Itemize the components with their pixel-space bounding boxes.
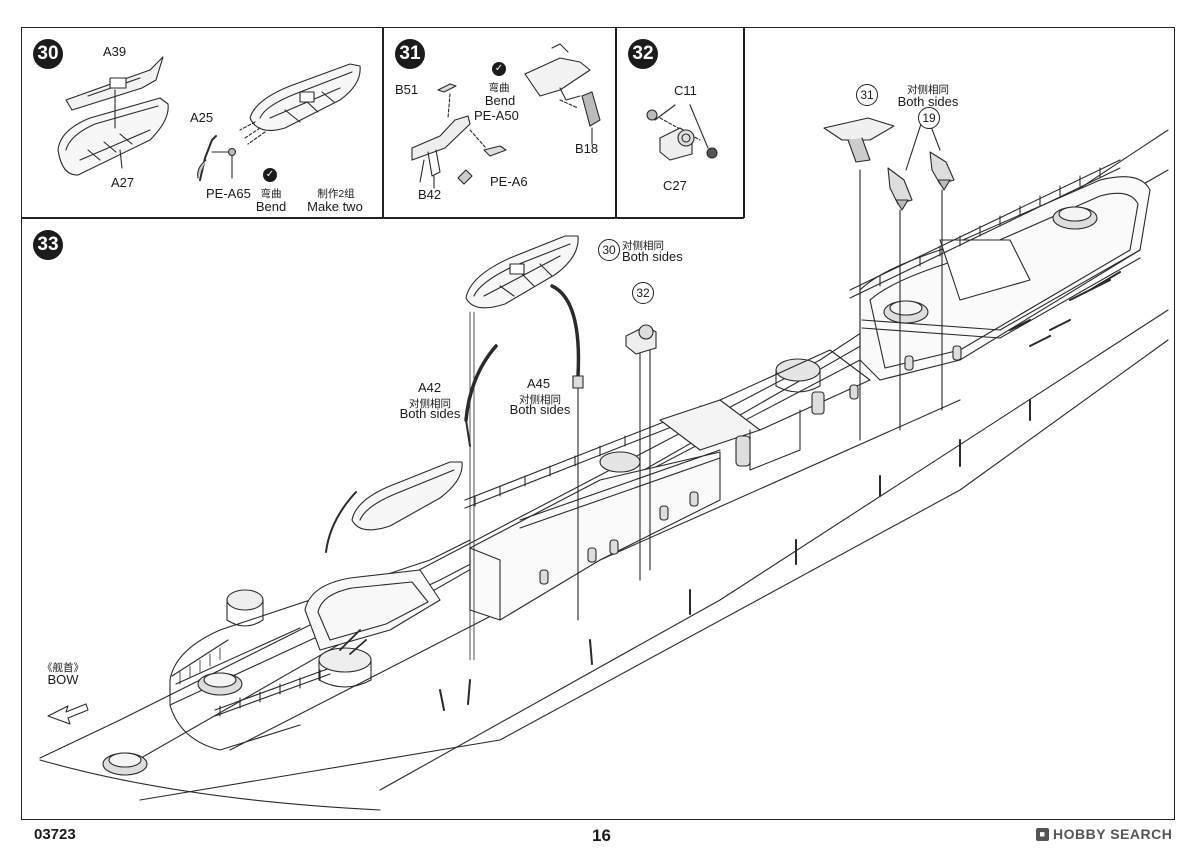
- bend-label-cn: 弯曲: [488, 82, 510, 94]
- part-label-a45: A45: [527, 376, 551, 391]
- divider-30-31: [382, 27, 384, 217]
- step-row-divider: [21, 217, 744, 219]
- part-label-c27: C27: [663, 178, 687, 193]
- product-code: 03723: [34, 826, 76, 843]
- ref-callout-19: 19: [918, 107, 940, 129]
- part-label-b42: B42: [418, 187, 442, 202]
- both-sides-label-cn: 对侧相同: [519, 394, 561, 406]
- divider-31-32: [615, 27, 617, 217]
- ref-callout-32: 32: [632, 282, 654, 304]
- step-31-number: 31: [395, 39, 425, 69]
- both-sides-label-en: Both sides: [897, 94, 959, 109]
- part-label-a27: A27: [111, 175, 135, 190]
- make-two-label-en: Make two: [307, 199, 363, 214]
- bow-label-cn: 《舰首》: [42, 662, 84, 674]
- page-number: 16: [592, 826, 611, 845]
- both-sides-label-cn: 对侧相同: [622, 240, 664, 252]
- part-label-b18: B18: [575, 141, 599, 156]
- part-label-pe-a50: PE-A50: [474, 108, 519, 123]
- bend-icon: ✓: [263, 168, 277, 182]
- camera-icon: ■: [1036, 827, 1049, 841]
- divider-32-33: [743, 27, 745, 218]
- step-33-number: 33: [33, 230, 63, 260]
- step-32-number: 32: [628, 39, 658, 69]
- ref-callout-30: 30: [598, 239, 620, 261]
- both-sides-label-en: Both sides: [622, 249, 683, 264]
- part-label-a25: A25: [190, 110, 214, 125]
- instruction-frame: [21, 27, 1175, 820]
- part-label-c11: C11: [674, 83, 697, 98]
- step-30-number: 30: [33, 39, 63, 69]
- step30-lifeboat-parts: [57, 56, 361, 181]
- bend-label-cn: 弯曲: [260, 188, 282, 200]
- part-label-b51: B51: [395, 82, 419, 97]
- step32-winch-parts: [646, 104, 718, 161]
- bend-label-en: Bend: [484, 93, 516, 108]
- brand-name: HOBBY SEARCH: [1053, 826, 1173, 842]
- bow-label-en: BOW: [47, 672, 79, 687]
- make-two-label-cn: 制作2组: [317, 188, 355, 200]
- part-label-a39: A39: [103, 44, 127, 59]
- brand-watermark: ■ HOBBY SEARCH: [1036, 826, 1172, 842]
- both-sides-label-cn: 对侧相同: [907, 84, 949, 96]
- part-label-pe-a6: PE-A6: [490, 174, 528, 189]
- part-label-a42: A42: [418, 380, 442, 395]
- step31-davit-parts: [411, 43, 601, 189]
- step33-ship-hull: [39, 117, 1169, 811]
- ref-callout-31: 31: [856, 84, 878, 106]
- both-sides-label-cn: 对侧相同: [409, 398, 451, 410]
- both-sides-label-en: Both sides: [509, 402, 571, 417]
- bend-label-en: Bend: [255, 199, 287, 214]
- bend-icon: ✓: [492, 62, 506, 76]
- both-sides-label-en: Both sides: [399, 406, 461, 421]
- part-label-pe-a65: PE-A65: [206, 186, 251, 201]
